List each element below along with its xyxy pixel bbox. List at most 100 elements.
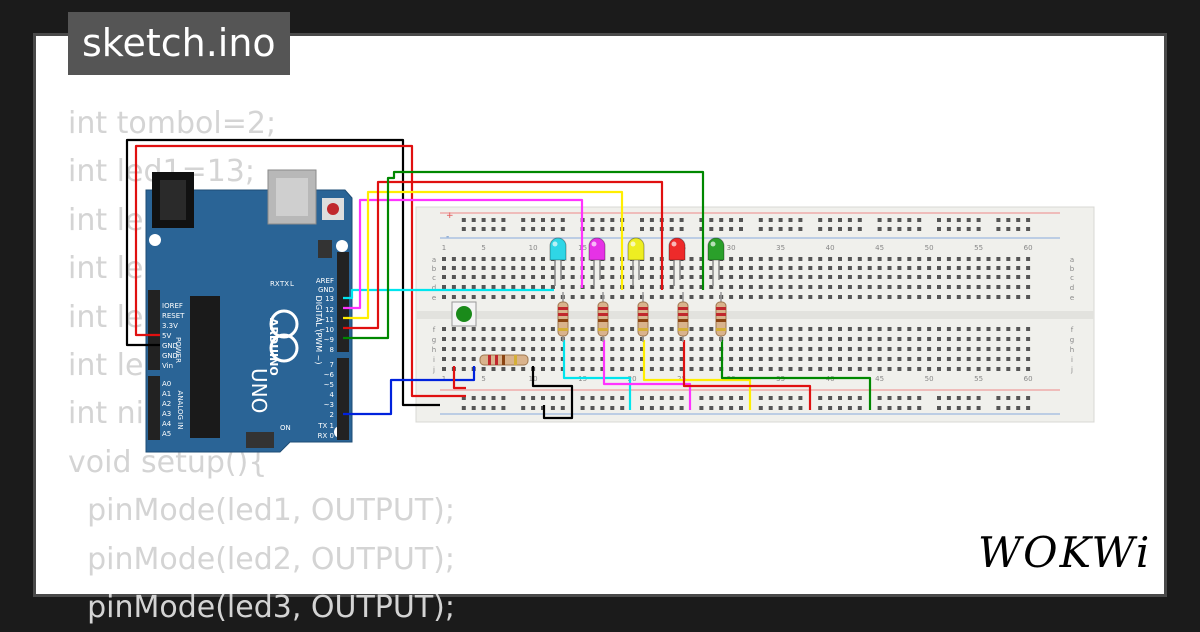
breadboard-hole[interactable] — [640, 266, 644, 270]
rail-hole[interactable] — [996, 218, 1001, 222]
breadboard-hole[interactable] — [897, 275, 902, 279]
rail-hole[interactable] — [501, 227, 506, 231]
breadboard-hole[interactable] — [630, 285, 635, 289]
rail-hole[interactable] — [758, 227, 763, 231]
breadboard-hole[interactable] — [521, 337, 526, 341]
breadboard-hole[interactable] — [887, 367, 892, 371]
breadboard-hole[interactable] — [461, 295, 466, 299]
breadboard-hole[interactable] — [531, 327, 536, 331]
breadboard-hole[interactable] — [867, 285, 872, 289]
rail-hole[interactable] — [1026, 227, 1031, 231]
breadboard-hole[interactable] — [630, 367, 635, 371]
breadboard-hole[interactable] — [907, 266, 912, 270]
breadboard-hole[interactable] — [927, 337, 932, 341]
breadboard-hole[interactable] — [550, 275, 555, 279]
rail-hole[interactable] — [966, 406, 971, 410]
breadboard-hole[interactable] — [471, 357, 476, 361]
breadboard-hole[interactable] — [679, 337, 684, 341]
breadboard-hole[interactable] — [729, 367, 734, 371]
breadboard-hole[interactable] — [927, 357, 932, 361]
led-bulb[interactable] — [668, 237, 686, 261]
rail-hole[interactable] — [521, 218, 526, 222]
breadboard-hole[interactable] — [867, 257, 872, 261]
breadboard-hole[interactable] — [719, 285, 724, 289]
breadboard-hole[interactable] — [610, 266, 615, 270]
breadboard-hole[interactable] — [511, 257, 516, 261]
rail-hole[interactable] — [521, 396, 526, 400]
breadboard-hole[interactable] — [778, 327, 783, 331]
breadboard-hole[interactable] — [461, 357, 466, 361]
breadboard-hole[interactable] — [917, 285, 922, 289]
breadboard-hole[interactable] — [798, 295, 803, 299]
breadboard-hole[interactable] — [669, 327, 674, 331]
rail-hole[interactable] — [897, 227, 902, 231]
breadboard-hole[interactable] — [966, 327, 971, 331]
breadboard-hole[interactable] — [531, 347, 536, 351]
breadboard-hole[interactable] — [857, 266, 862, 270]
breadboard-hole[interactable] — [758, 285, 763, 289]
breadboard-hole[interactable] — [818, 257, 823, 261]
breadboard-hole[interactable] — [699, 257, 704, 261]
breadboard-hole[interactable] — [689, 337, 694, 341]
breadboard-hole[interactable] — [907, 295, 912, 299]
breadboard-hole[interactable] — [996, 275, 1001, 279]
breadboard-hole[interactable] — [917, 257, 922, 261]
breadboard-hole[interactable] — [966, 275, 971, 279]
breadboard-hole[interactable] — [966, 285, 971, 289]
breadboard-hole[interactable] — [937, 337, 941, 341]
rail-hole[interactable] — [976, 406, 981, 410]
breadboard-hole[interactable] — [788, 337, 793, 341]
breadboard-hole[interactable] — [451, 295, 456, 299]
breadboard-hole[interactable] — [600, 275, 605, 279]
breadboard-hole[interactable] — [907, 367, 912, 371]
breadboard-hole[interactable] — [461, 285, 466, 289]
breadboard-hole[interactable] — [570, 337, 575, 341]
breadboard-hole[interactable] — [699, 327, 704, 331]
rail-hole[interactable] — [768, 218, 773, 222]
breadboard-hole[interactable] — [709, 275, 714, 279]
breadboard-hole[interactable] — [828, 367, 833, 371]
breadboard-hole[interactable] — [828, 357, 833, 361]
breadboard-hole[interactable] — [531, 275, 536, 279]
breadboard-hole[interactable] — [560, 357, 565, 361]
breadboard-hole[interactable] — [877, 295, 882, 299]
breadboard-hole[interactable] — [838, 285, 842, 289]
breadboard-hole[interactable] — [937, 257, 941, 261]
rail-hole[interactable] — [966, 396, 971, 400]
rail-hole[interactable] — [580, 406, 585, 410]
rail-hole[interactable] — [828, 396, 833, 400]
breadboard-hole[interactable] — [550, 347, 555, 351]
breadboard-hole[interactable] — [1006, 266, 1011, 270]
breadboard-hole[interactable] — [511, 367, 516, 371]
rail-hole[interactable] — [729, 396, 734, 400]
breadboard-hole[interactable] — [798, 367, 803, 371]
rail-hole[interactable] — [798, 218, 803, 222]
breadboard-hole[interactable] — [778, 357, 783, 361]
breadboard-hole[interactable] — [521, 327, 526, 331]
breadboard-hole[interactable] — [758, 347, 763, 351]
breadboard-hole[interactable] — [521, 275, 526, 279]
breadboard-hole[interactable] — [966, 337, 971, 341]
rail-hole[interactable] — [857, 406, 862, 410]
rail-hole[interactable] — [937, 227, 941, 231]
breadboard-hole[interactable] — [550, 295, 555, 299]
breadboard-hole[interactable] — [768, 266, 773, 270]
rail-hole[interactable] — [669, 227, 674, 231]
breadboard-hole[interactable] — [828, 257, 833, 261]
rail-hole[interactable] — [531, 396, 536, 400]
breadboard-hole[interactable] — [887, 295, 892, 299]
rail-hole[interactable] — [818, 406, 823, 410]
breadboard-hole[interactable] — [1016, 285, 1021, 289]
rail-hole[interactable] — [521, 227, 526, 231]
breadboard-hole[interactable] — [778, 257, 783, 261]
breadboard-hole[interactable] — [461, 367, 466, 371]
rail-hole[interactable] — [778, 218, 783, 222]
breadboard-hole[interactable] — [887, 257, 892, 261]
breadboard-hole[interactable] — [1006, 257, 1011, 261]
breadboard-hole[interactable] — [739, 367, 743, 371]
rail-hole[interactable] — [471, 396, 476, 400]
breadboard-hole[interactable] — [501, 347, 506, 351]
breadboard-hole[interactable] — [976, 367, 981, 371]
breadboard-hole[interactable] — [907, 257, 912, 261]
breadboard-hole[interactable] — [996, 327, 1001, 331]
